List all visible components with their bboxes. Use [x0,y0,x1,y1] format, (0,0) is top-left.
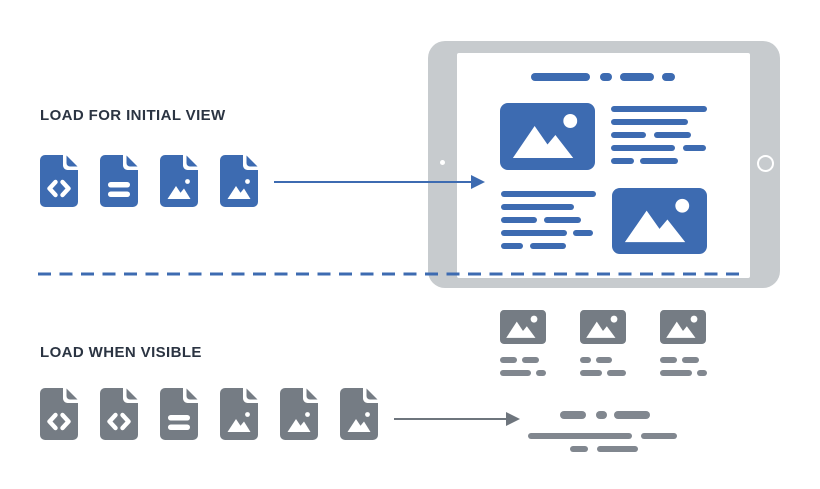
text-file-icon [100,155,138,207]
above-fold-files [40,155,258,207]
text-dot [596,411,607,419]
arrow-lazy-load-icon [394,412,520,426]
text-line [501,230,567,236]
lazy-card [660,310,707,386]
text-line [500,357,517,363]
tablet-camera-icon [440,160,445,165]
arrow-initial-load-icon [274,175,485,189]
text-line [522,357,539,363]
text-line [544,217,581,223]
nav-dot [600,73,612,81]
text-line [640,158,678,164]
nav-dot [662,73,675,81]
text-line [683,145,706,151]
below-fold-label: LOAD WHEN VISIBLE [40,344,202,361]
text-dash [560,411,586,419]
text-line [611,119,688,125]
fold-divider-line [38,272,746,276]
text-line [611,145,675,151]
image-file-icon [220,388,258,440]
image-file-icon [340,388,378,440]
code-file-icon [40,388,78,440]
image-placeholder-icon [500,103,595,170]
text-line [697,370,707,376]
text-line [500,370,531,376]
text-line [501,204,574,210]
text-line [528,433,632,439]
code-file-icon [100,388,138,440]
text-line [597,446,638,452]
image-placeholder-icon [612,188,707,254]
text-line [654,132,691,138]
text-line [501,217,537,223]
text-line [641,433,677,439]
text-line [530,243,566,249]
text-line [596,357,612,363]
above-fold-label: LOAD FOR INITIAL VIEW [40,107,226,124]
image-placeholder-icon [500,310,546,344]
text-line [660,357,677,363]
text-line [580,370,602,376]
text-line [573,230,593,236]
text-line [501,243,523,249]
text-line [607,370,626,376]
text-file-icon [160,388,198,440]
tablet-home-button-icon [757,155,774,172]
text-line [660,370,692,376]
lazy-card [500,310,546,386]
code-file-icon [40,155,78,207]
image-placeholder-icon [580,310,626,344]
tablet-screen [457,53,750,278]
text-line [611,132,646,138]
image-placeholder-icon [660,310,706,344]
tablet-device [428,41,780,288]
text-line [611,106,707,112]
text-line [580,357,591,363]
image-file-icon [160,155,198,207]
text-line [682,357,699,363]
text-line [501,191,596,197]
below-fold-files [40,388,378,440]
text-dash [614,411,650,419]
text-line [536,370,546,376]
lazy-card [580,310,626,386]
image-file-icon [280,388,318,440]
text-line [611,158,634,164]
image-file-icon [220,155,258,207]
text-line [570,446,588,452]
nav-dash [620,73,654,81]
nav-dash [531,73,590,81]
